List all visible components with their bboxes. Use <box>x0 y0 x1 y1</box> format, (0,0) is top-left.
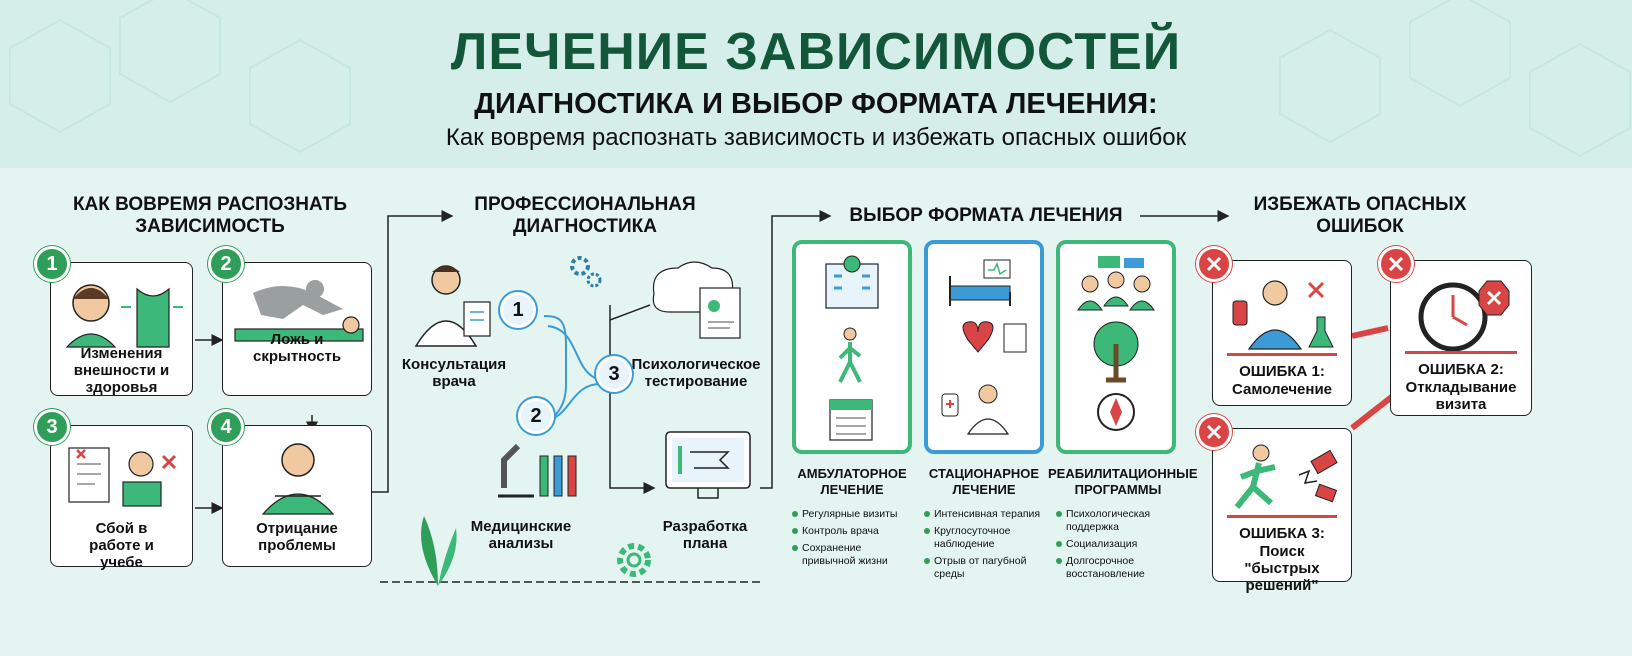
mistake-x-icon-1 <box>1196 246 1232 282</box>
section-title-diagnostics: ПРОФЕССИОНАЛЬНАЯ ДИАГНОСТИКА <box>474 194 696 237</box>
mistake-heading-2: ОШИБКА 2: <box>1418 361 1504 378</box>
section-title-formats: ВЫБОР ФОРМАТА ЛЕЧЕНИЯ <box>849 205 1123 226</box>
mistake-x-icon-3 <box>1196 414 1232 450</box>
format-point: Социализация <box>1054 538 1180 551</box>
format-list-outpatient: Регулярные визиты Контроль врача Сохране… <box>790 508 916 572</box>
psych-test-icon <box>652 261 741 339</box>
sign-badge-3: 3 <box>34 409 70 445</box>
mistake-separator <box>1227 515 1337 518</box>
work-failure-icon <box>68 447 177 507</box>
mistake-card-3: ОШИБКА 3: Поиск "быстрых решений" <box>1212 428 1352 594</box>
sign-card-4: Отрицание проблемы <box>222 425 372 567</box>
outpatient-icons <box>825 255 879 441</box>
mistake-label-3: Поиск "быстрых решений" <box>1244 543 1320 594</box>
sign-label-3: Сбой в работе и учебе <box>89 520 154 571</box>
format-title-inpatient: СТАЦИОНАРНОЕ ЛЕЧЕНИЕ <box>928 466 1040 497</box>
sign-badge-1: 1 <box>34 246 70 282</box>
mistake-card-1: ОШИБКА 1: Самолечение <box>1212 260 1352 406</box>
format-title-outpatient: АМБУЛАТОРНОЕ ЛЕЧЕНИЕ <box>797 466 907 497</box>
format-card-outpatient <box>792 240 912 454</box>
hexagon-pattern <box>9 0 1631 158</box>
sign-label-1: Изменения внешности и здоровья <box>73 345 170 396</box>
diag-badge-3: 3 <box>596 356 632 392</box>
mistake-x-icon-2 <box>1378 246 1414 282</box>
section-title-recognize: КАК ВОВРЕМЯ РАСПОЗНАТЬ ЗАВИСИМОСТЬ <box>72 194 348 237</box>
sign-card-1: Изменения внешности и здоровья <box>50 262 193 396</box>
page-title: ЛЕЧЕНИЕ ЗАВИСИМОСТЕЙ <box>450 23 1182 81</box>
microscope-icon <box>498 443 577 498</box>
sign-badge-4: 4 <box>208 409 244 445</box>
page-subtitle: ДИАГНОСТИКА И ВЫБОР ФОРМАТА ЛЕЧЕНИЯ: <box>474 88 1158 120</box>
sign-label-2: Ложь и скрытность <box>253 331 342 365</box>
format-point: Психологическая поддержка <box>1054 508 1180 534</box>
format-point: Отрыв от пагубной среды <box>922 555 1048 581</box>
diag-label-3: Психологическое тестирование <box>631 356 761 390</box>
format-point: Регулярные визиты <box>790 508 916 521</box>
mistake-separator <box>1405 351 1517 354</box>
diag-badge-1: 1 <box>500 292 536 328</box>
format-point: Круглосуточное наблюдение <box>922 525 1048 551</box>
mistake-card-2: ОШИБКА 2: Откладывание визита <box>1390 260 1532 416</box>
header-banner: ЛЕЧЕНИЕ ЗАВИСИМОСТЕЙ ДИАГНОСТИКА И ВЫБОР… <box>0 0 1632 168</box>
plant-icon <box>421 516 457 586</box>
mistake-label-2: Откладывание визита <box>1405 379 1517 413</box>
format-title-rehab: РЕАБИЛИТАЦИОННЫЕ ПРОГРАММЫ <box>1048 466 1198 497</box>
sign-label-4: Отрицание проблемы <box>256 520 338 554</box>
gear-icon <box>617 543 651 577</box>
diag-label-2: Медицинские анализы <box>470 518 572 552</box>
clock-icon <box>1418 280 1510 352</box>
format-point: Контроль врача <box>790 525 916 538</box>
format-list-inpatient: Интенсивная терапия Круглосуточное наблю… <box>922 508 1048 585</box>
inpatient-icons <box>941 259 1027 435</box>
diag-badge-2: 2 <box>518 398 554 434</box>
format-card-rehab <box>1056 240 1176 454</box>
mistake-separator <box>1227 353 1337 356</box>
format-point: Интенсивная терапия <box>922 508 1048 521</box>
mistake-label-1: Самолечение <box>1231 381 1333 398</box>
monitor-plan-icon <box>665 431 751 499</box>
section-title-mistakes: ИЗБЕЖАТЬ ОПАСНЫХ ОШИБОК <box>1253 194 1467 237</box>
rehab-icons <box>1077 256 1155 431</box>
denial-person-icon <box>261 443 335 515</box>
format-list-rehab: Психологическая поддержка Социализация Д… <box>1054 508 1180 585</box>
appearance-change-icon <box>65 284 183 348</box>
sign-badge-2: 2 <box>208 246 244 282</box>
format-point: Сохранение привычной жизни <box>790 542 916 568</box>
page-tagline: Как вовремя распознать зависимость и изб… <box>445 124 1187 151</box>
mistake-heading-3: ОШИБКА 3: <box>1239 525 1325 542</box>
format-card-inpatient <box>924 240 1044 454</box>
diag-label-4: Разработка плана <box>662 518 748 552</box>
sign-card-3: Сбой в работе и учебе <box>50 425 193 571</box>
hiding-person-icon <box>234 280 364 342</box>
mistake-heading-1: ОШИБКА 1: <box>1239 363 1325 380</box>
format-point: Долгосрочное восстановление <box>1054 555 1180 581</box>
doctor-icon <box>414 265 491 347</box>
self-treatment-icon <box>1232 280 1334 350</box>
small-gear-icon <box>570 256 602 288</box>
sign-card-2: Ложь и скрытность <box>222 262 372 396</box>
running-person-icon <box>1234 444 1338 509</box>
diag-label-1: Консультация врача <box>401 356 507 390</box>
